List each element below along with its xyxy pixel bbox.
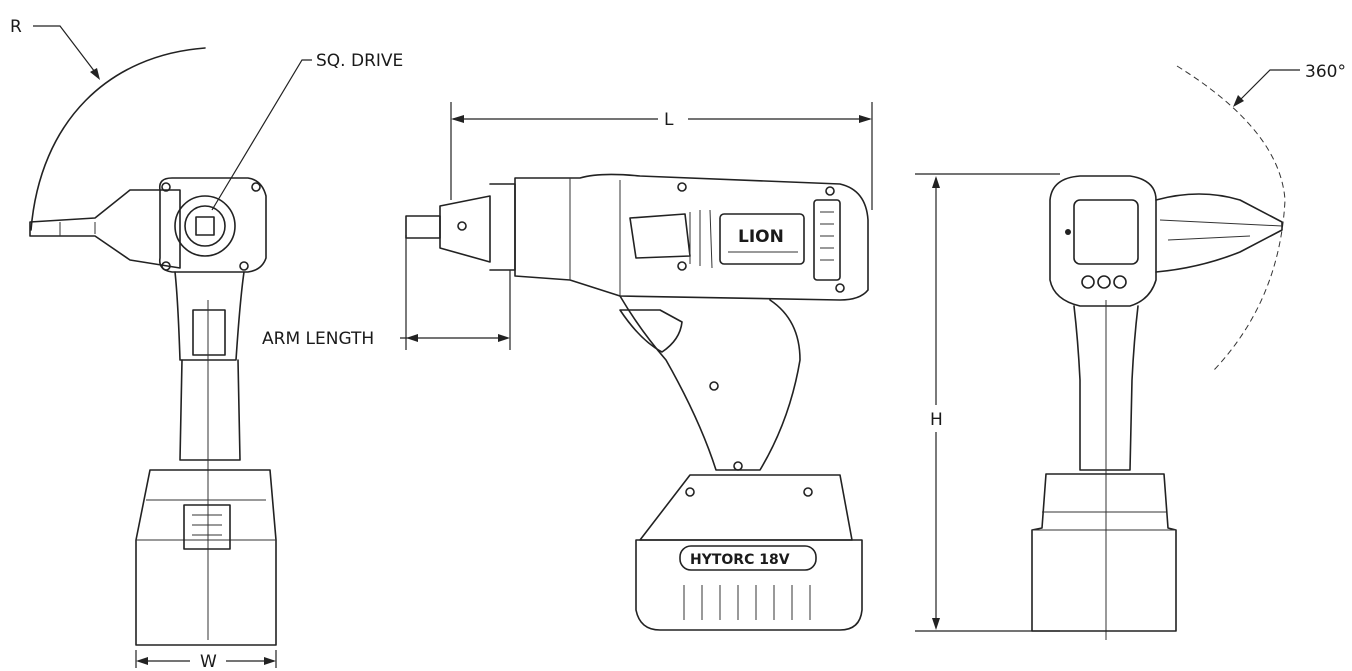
vent-grille [813,199,841,281]
button-left [1081,275,1095,289]
right-view: H 360° [915,62,1346,640]
hytorc-badge [679,545,817,571]
radius-arrowhead [90,68,100,80]
width-dimension-line [135,650,277,668]
height-label: H [930,410,943,430]
length-label: L [664,110,674,130]
reaction-arm [29,189,181,269]
motor-body [174,271,245,361]
battery-latch [183,504,231,550]
width-label: W [200,652,217,671]
trigger [619,309,683,353]
rotation-arc [1176,65,1286,371]
battery-brand: HYTORC 18V [690,552,790,568]
side-battery-top [639,474,853,541]
left-view: R SQ. DRIVE W [10,17,403,671]
drive-ring [174,195,236,257]
back-handle [1073,305,1139,471]
arm-length-label: ARM LENGTH [262,329,374,349]
back-reaction-arm [1155,193,1283,273]
battery [135,469,277,646]
square-drive-label: SQ. DRIVE [316,51,403,71]
length-dimension-line [450,102,873,210]
side-motor-body [514,173,869,301]
side-window [629,213,691,259]
radius-label: R [10,17,22,37]
side-reaction-arm [405,215,441,239]
button-right [1113,275,1127,289]
back-head [1049,175,1157,307]
height-dimension-line [915,173,1060,632]
square-drive-leader [211,59,312,211]
lion-logo-plate [719,213,805,265]
handle [179,359,241,461]
radius-leader [33,25,99,77]
square-drive [195,216,215,236]
rotation-label: 360° [1305,62,1346,82]
button-middle [1097,275,1111,289]
lion-logo: LION [738,227,784,247]
side-battery [635,539,863,631]
back-battery [1031,473,1177,632]
display-screen [1073,199,1139,265]
center-view: L ARM LENGTH LION [262,102,873,631]
side-handle [619,295,801,471]
radius-arc [30,47,206,231]
rotation-leader [1235,69,1300,105]
